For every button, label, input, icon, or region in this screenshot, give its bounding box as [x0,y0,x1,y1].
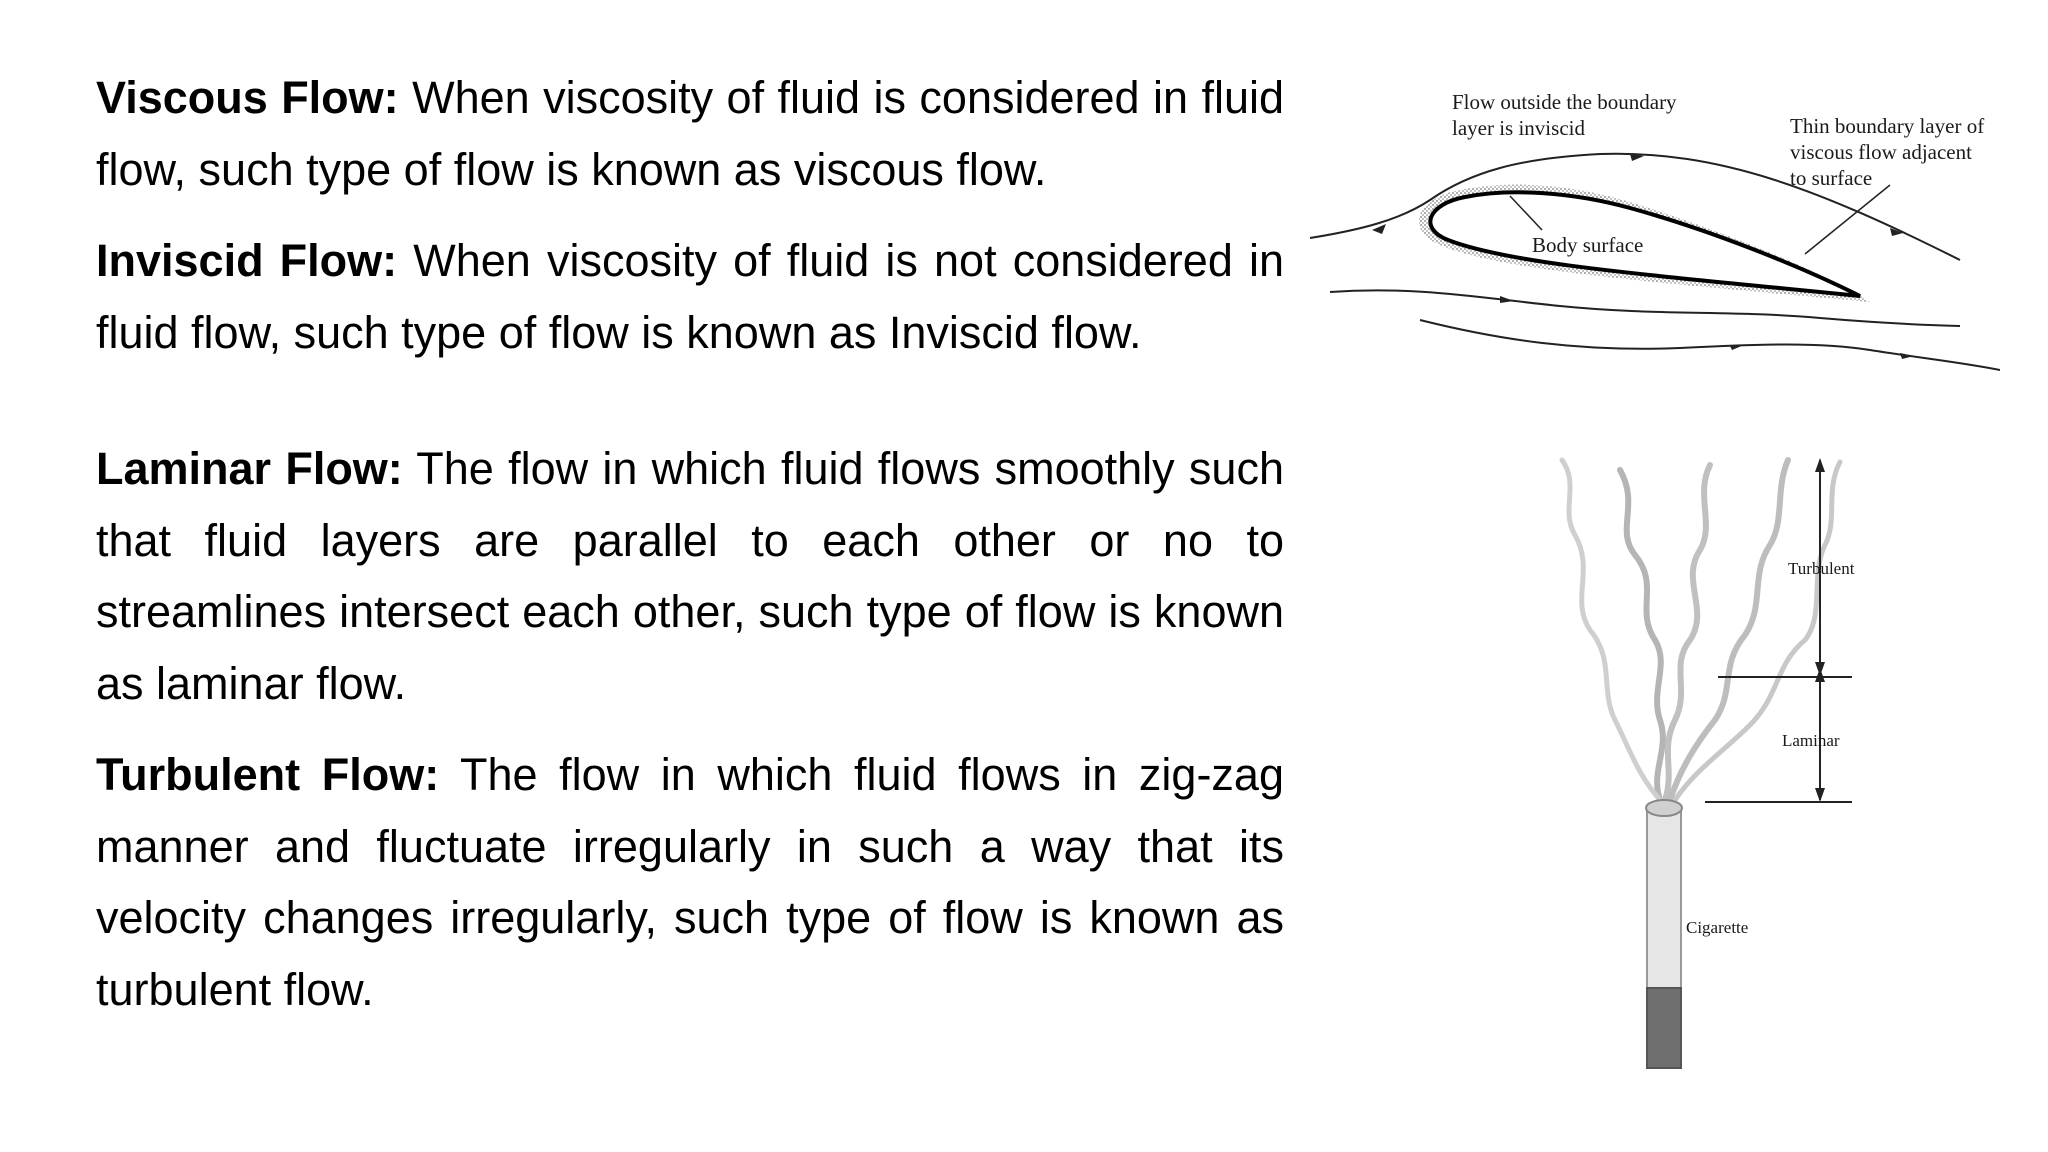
turbulent-flow-term: Turbulent Flow: [96,749,440,800]
cigarette-figure: Turbulent Laminar Cigarette [1520,450,1920,1070]
cigarette-body [1646,805,1682,1007]
turbulent-flow-text: The flow in which fluid flows in zig-zag… [96,749,1284,1015]
label-laminar: Laminar [1782,731,1840,750]
lower-streamline-1 [1329,289,1961,327]
inviscid-flow-term: Inviscid Flow: [96,235,398,286]
upper-streamline [1309,152,1961,261]
label-thin-layer-line3: to surface [1790,166,1872,190]
laminar-flow-text: The flow in which fluid flows smoothly s… [96,443,1284,709]
airfoil-diagram: Flow outside the boundary layer is invis… [1309,90,2000,371]
cigarette-diagram: Turbulent Laminar Cigarette [1559,457,1855,1069]
label-thin-layer-line2: viscous flow adjacent [1790,140,1972,164]
viscous-flow-text: When viscosity of fluid is considered in… [96,72,1284,195]
smoke-streams [1559,457,1843,803]
label-thin-layer-line1: Thin boundary layer of [1790,114,1984,138]
definitions-column: Viscous Flow: When viscosity of fluid is… [96,62,1284,1025]
turbulent-flow-definition: Turbulent Flow: The flow in which fluid … [96,739,1284,1025]
viscous-flow-term: Viscous Flow: [96,72,399,123]
label-body-surface: Body surface [1532,233,1643,257]
cigarette-tip [1645,799,1683,817]
lower-streamline-2 [1419,319,2000,371]
label-flow-outside-line2: layer is inviscid [1452,116,1585,140]
inviscid-flow-definition: Inviscid Flow: When viscosity of fluid i… [96,225,1284,368]
viscous-flow-definition: Viscous Flow: When viscosity of fluid is… [96,62,1284,205]
label-turbulent: Turbulent [1788,559,1855,578]
laminar-flow-term: Laminar Flow: [96,443,403,494]
laminar-flow-definition: Laminar Flow: The flow in which fluid fl… [96,433,1284,719]
airfoil-body [1428,190,1861,298]
label-flow-outside-line1: Flow outside the boundary [1452,90,1677,114]
inviscid-flow-text: When viscosity of fluid is not considere… [96,235,1284,358]
airfoil-figure: Flow outside the boundary layer is invis… [1300,80,2000,380]
cigarette-filter [1646,987,1682,1069]
label-cigarette: Cigarette [1686,918,1748,937]
